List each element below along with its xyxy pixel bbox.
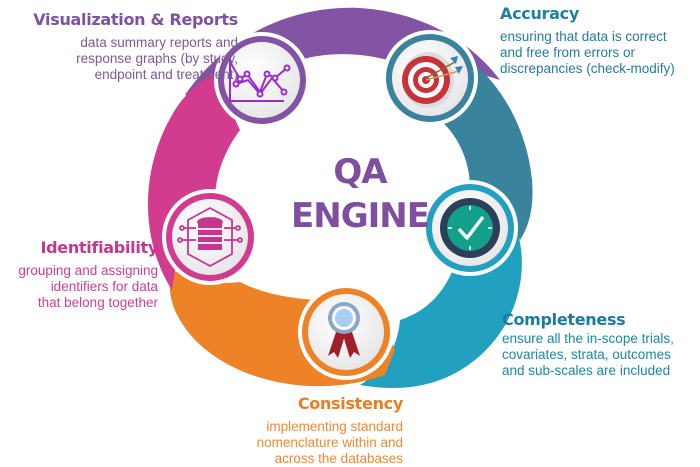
label-description: ensure all the in-scope trials, covariat… (502, 331, 700, 379)
award-ribbon-icon (328, 302, 360, 358)
line-chart-icon (229, 58, 291, 102)
description-line: covariates, strata, outcomes (502, 347, 671, 362)
label-description: data summary reports and response graphs… (0, 35, 238, 83)
description-line: across the databases (274, 451, 403, 466)
label-title: Consistency (297, 394, 403, 413)
label-title: Identifiability (40, 238, 158, 257)
center-title-line2: ENGINE (291, 196, 430, 236)
description-line: and free from errors or (500, 45, 636, 60)
description-line: that belong together (37, 295, 158, 310)
database-circuit-icon (177, 206, 243, 268)
description-line: endpoint and treatment) (94, 67, 238, 82)
label-identifiability: Identifiability grouping and assigning i… (0, 238, 158, 311)
center-title-line1: QA (333, 152, 387, 192)
label-description: ensuring that data is correct and free f… (500, 29, 700, 77)
target-icon (402, 52, 463, 108)
description-line: implementing standard (266, 419, 403, 434)
description-line: grouping and assigning (18, 263, 158, 278)
badge-completeness[interactable] (422, 180, 518, 276)
label-completeness: Completeness ensure all the in-scope tri… (502, 310, 700, 379)
badge-accuracy[interactable] (382, 30, 478, 126)
description-line: response graphs (by study, (76, 51, 238, 66)
label-consistency: Consistency implementing standard nomenc… (200, 394, 404, 467)
description-line: ensuring that data is correct (500, 29, 667, 44)
description-line: ensure all the in-scope trials, (502, 331, 674, 346)
description-line: data summary reports and (80, 35, 238, 50)
description-line: identifiers for data (50, 279, 158, 294)
label-visualization: Visualization & Reports data summary rep… (0, 10, 238, 83)
label-title: Visualization & Reports (33, 10, 238, 29)
description-line: discrepancies (check-modify) (500, 61, 675, 76)
description-line: and sub-scales are included (502, 363, 671, 378)
description-line: nomenclature within and (256, 435, 403, 450)
label-description: grouping and assigning identifiers for d… (0, 263, 158, 311)
label-title: Accuracy (500, 4, 579, 23)
label-description: implementing standard nomenclature withi… (200, 419, 403, 467)
badge-visualization[interactable] (214, 32, 310, 128)
label-title: Completeness (502, 310, 626, 329)
center-title: QA ENGINE (290, 150, 430, 238)
badge-identifiability[interactable] (162, 189, 258, 285)
badge-consistency[interactable] (298, 284, 394, 380)
clock-check-icon (440, 198, 500, 258)
label-accuracy: Accuracy ensuring that data is correct a… (500, 4, 700, 77)
